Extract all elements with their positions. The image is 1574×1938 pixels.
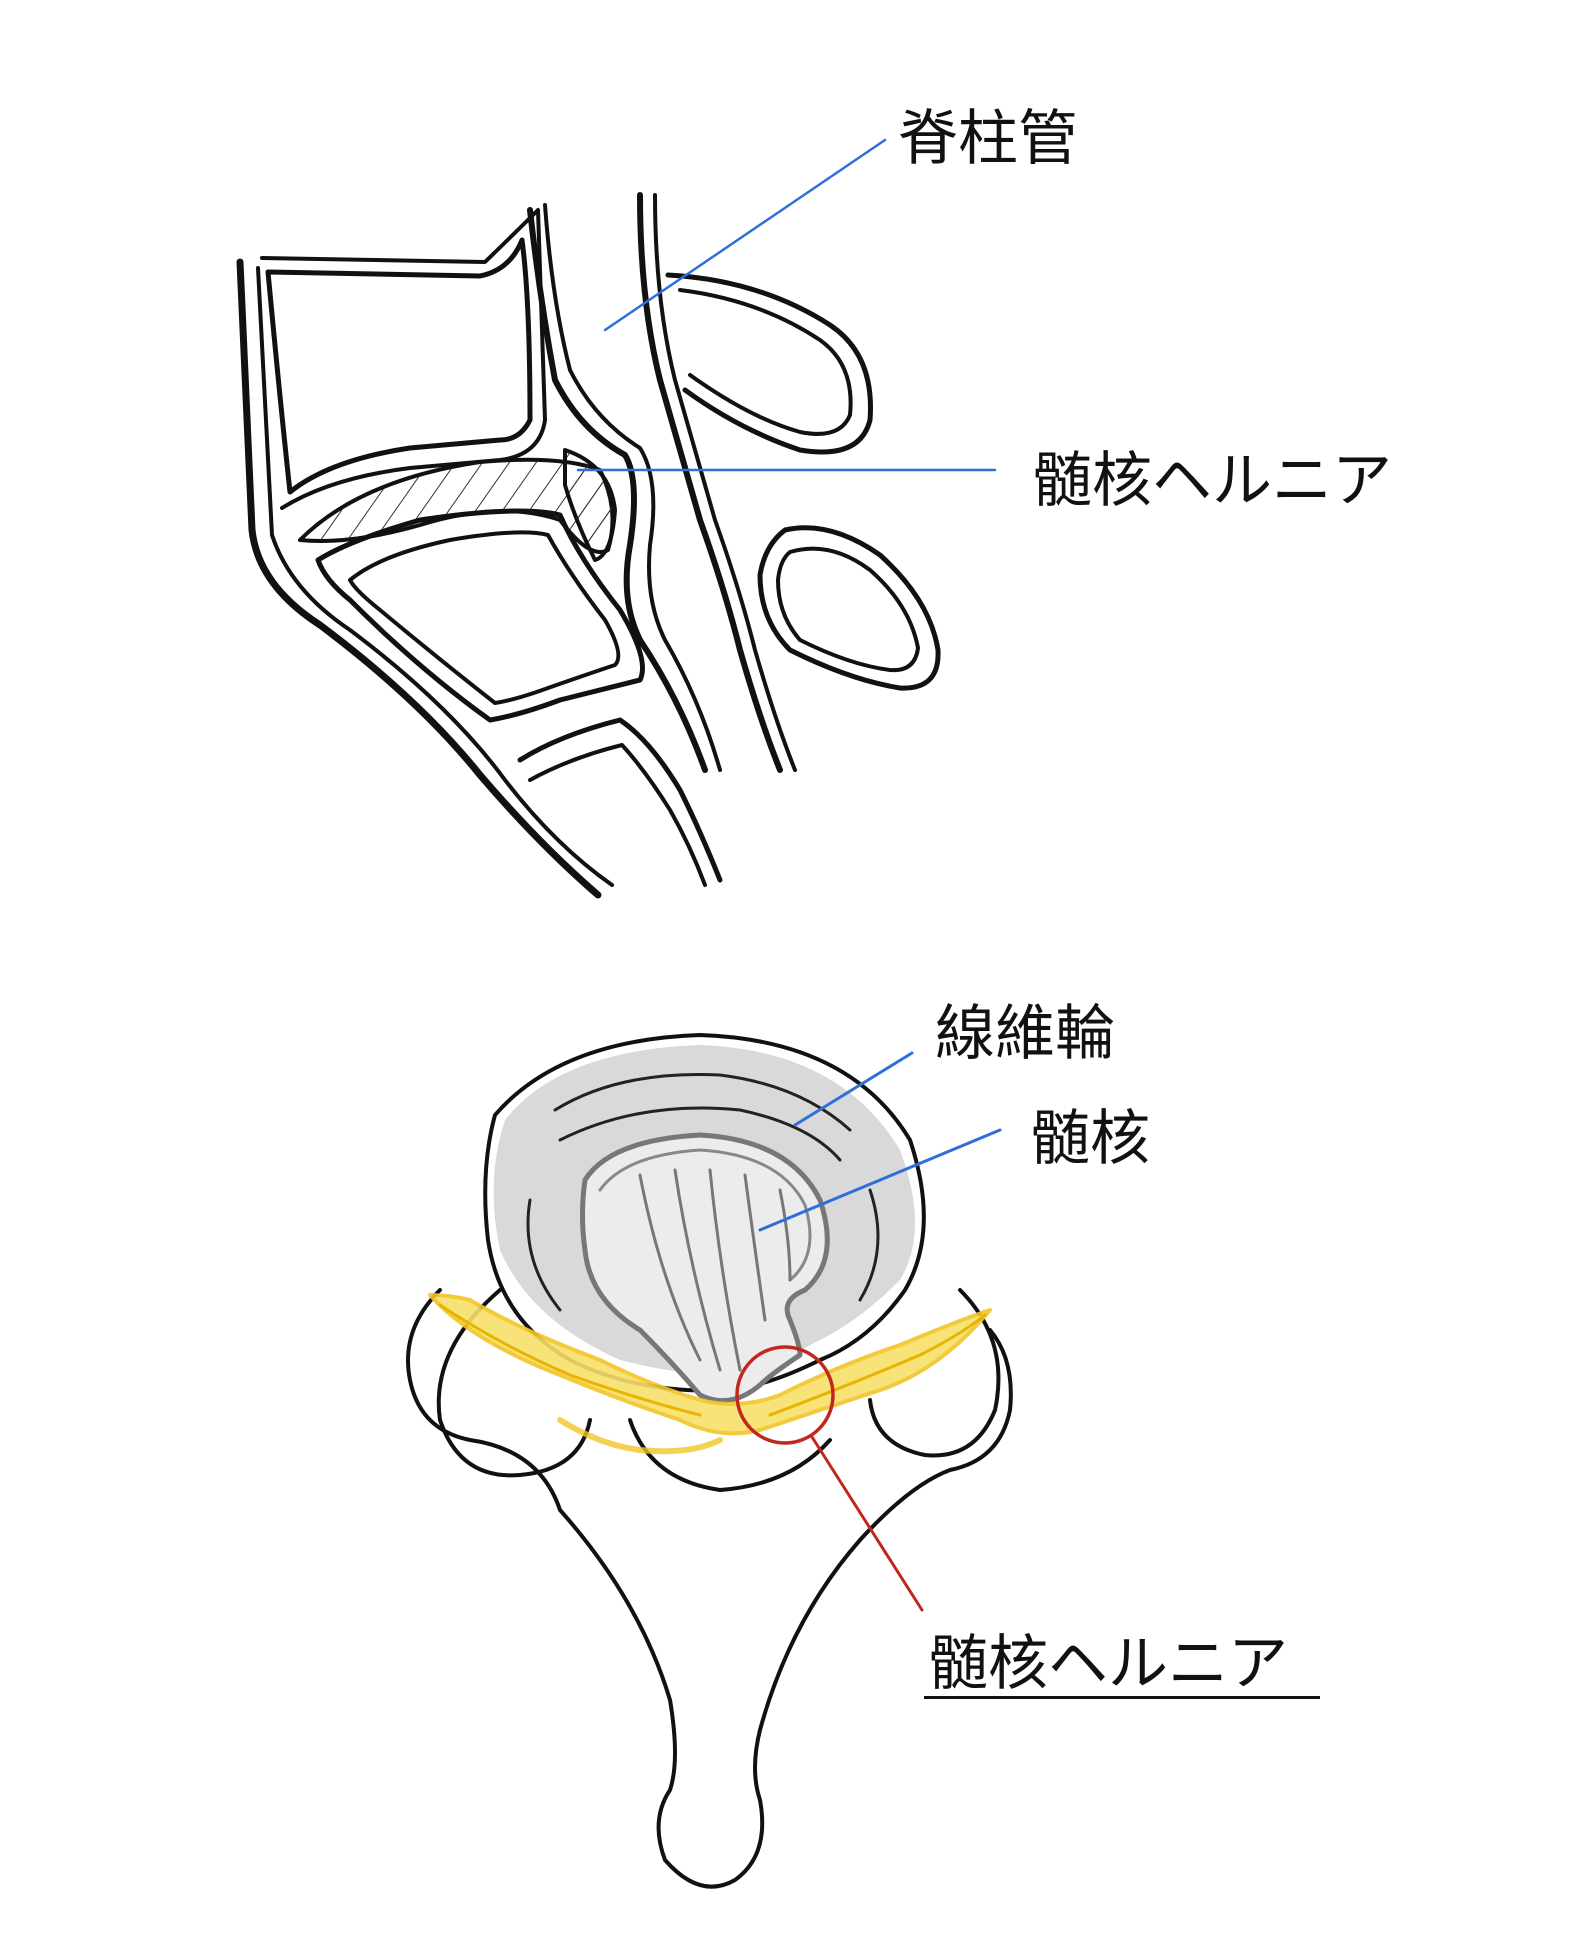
annulus-ring-1 (553, 1072, 852, 1132)
label-annulus: 線維輪 (935, 999, 1115, 1069)
label-herniation-axial-underline (924, 1696, 1320, 1699)
disc-outer-outline (483, 1033, 926, 1393)
annulus-ring-2 (558, 1106, 842, 1162)
lower-vertebral-body (315, 508, 645, 723)
vertebral-arch (406, 1288, 1013, 1889)
axial-view (406, 1033, 1013, 1889)
pointer-nucleus (758, 1128, 1002, 1232)
left-facet (436, 1288, 592, 1478)
upper-lamina (665, 272, 873, 455)
lower-lamina (757, 525, 941, 691)
canal-anterior-wall (527, 207, 708, 773)
ligamentum-flavum (428, 1293, 992, 1436)
sagittal-view (236, 138, 997, 899)
herniation-circle (735, 1345, 835, 1445)
label-spinal-canal: 脊柱管 (898, 104, 1078, 174)
label-nucleus: 髄核 (1030, 1104, 1150, 1174)
label-herniation-axial: 髄核ヘルニア (928, 1629, 1288, 1699)
lowest-vertebra (517, 717, 723, 883)
annulus-ring-3 (526, 1198, 562, 1312)
canal-posterior-wall (637, 192, 783, 773)
pointer-spinal-canal (603, 138, 887, 332)
pointer-herniation-axial (810, 1435, 924, 1612)
upper-vertebral-body (265, 237, 533, 495)
herniated-nucleus-sagittal (563, 448, 617, 562)
label-herniation-sagittal: 髄核ヘルニア (1032, 446, 1392, 516)
pointer-annulus (793, 1051, 914, 1127)
annulus-ring-4 (858, 1188, 880, 1302)
right-facet (868, 1288, 1001, 1458)
anterior-border (236, 258, 602, 899)
